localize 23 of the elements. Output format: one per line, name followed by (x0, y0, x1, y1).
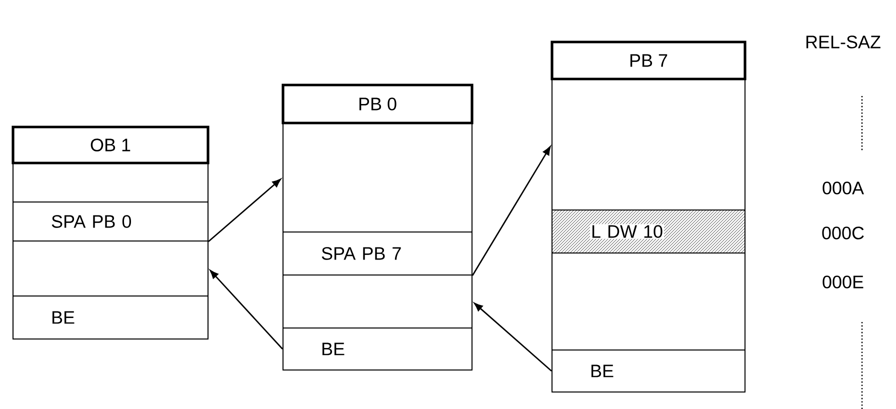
table-cell (552, 78, 746, 210)
table-cell (12, 240, 209, 296)
table-cell (552, 252, 746, 350)
arrow (208, 178, 281, 242)
address-label: 000A (822, 182, 864, 194)
address-label: 000C (822, 226, 864, 240)
block-header: PB 7 (550, 40, 746, 80)
arrow (210, 270, 284, 350)
hatched-cell: L DW 10 (552, 210, 746, 254)
table-cell: BE (552, 350, 746, 392)
table-cell (282, 274, 472, 328)
table-cell: SPA PB 7 (282, 232, 472, 276)
arrow (472, 146, 551, 276)
address-label: 000E (822, 276, 864, 288)
table-cell: SPA PB 0 (12, 202, 209, 242)
column-heading: REL-SAZ (806, 36, 880, 48)
block-header: OB 1 (12, 126, 210, 164)
block-header: PB 0 (282, 84, 474, 124)
table-cell: BE (12, 296, 209, 340)
table-cell (282, 122, 472, 232)
table-cell: BE (282, 328, 472, 370)
arrow (474, 302, 552, 372)
table-cell (12, 162, 209, 202)
